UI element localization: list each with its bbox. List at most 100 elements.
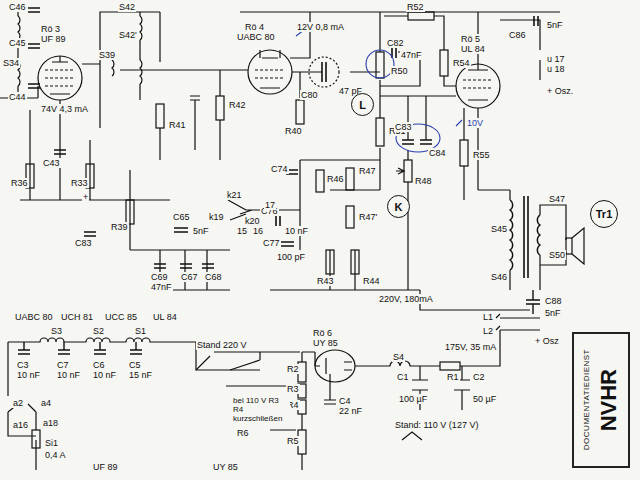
component-label: R54 [452, 58, 471, 68]
component-label: UY 85 [312, 338, 339, 348]
resistor-symbol [440, 362, 460, 370]
wire [160, 70, 220, 160]
switch-contact [228, 200, 300, 220]
resistor-symbol [316, 170, 324, 192]
resistor-symbol [126, 200, 134, 224]
component-label: R43 [316, 276, 335, 286]
tube-electrodes [468, 64, 488, 100]
component-label: R44 [362, 276, 381, 286]
resistor-symbol [156, 104, 164, 128]
component-label: + [82, 192, 89, 202]
component-label: 10 nF [56, 370, 81, 380]
fuse-symbol [32, 430, 40, 448]
component-label: k21 [226, 190, 243, 200]
resistor-symbol [440, 50, 448, 76]
component-label: 5nF [544, 308, 562, 318]
component-label: Stand 220 V [196, 340, 248, 350]
component-label: R50 [390, 66, 409, 76]
component-label: 220V, 180mA [378, 294, 434, 304]
component-label: S46 [490, 272, 508, 282]
component-label: C83 [74, 238, 93, 248]
capacitor-symbol [28, 8, 214, 268]
transformer-secondary [537, 215, 540, 255]
wire [18, 12, 140, 100]
tube-electrodes [326, 358, 352, 374]
component-label: C88 [544, 296, 563, 306]
capacitor-symbol [18, 342, 142, 354]
component-label: 100 pF [276, 252, 306, 262]
resistor-symbol [326, 250, 334, 274]
component-label: C68 [204, 272, 223, 282]
circle-label: L [359, 99, 366, 111]
switch-contact [196, 352, 300, 386]
component-label: 47nF [150, 282, 173, 292]
component-label: C84 [428, 148, 447, 158]
component-label: + Osz. [546, 86, 574, 96]
component-label: R55 [472, 150, 491, 160]
component-label: 12V 0,8 mA [296, 22, 345, 32]
component-label: UF 89 [40, 34, 67, 44]
coil-symbol [18, 16, 142, 86]
component-label: C45 [8, 38, 27, 48]
component-label: Rö 5 [460, 34, 481, 44]
component-label: S50 [548, 250, 566, 260]
component-label: + Osz [534, 336, 560, 346]
handwritten-marks [296, 30, 462, 152]
wire [8, 342, 36, 470]
component-label: R1 [446, 372, 460, 382]
component-label: C74 [270, 164, 289, 174]
component-label: 175V, 35 mA [444, 342, 497, 352]
component-label: C3 [16, 360, 30, 370]
component-label: k19 [208, 212, 225, 222]
component-label: S2 [92, 326, 105, 336]
switch-contact [402, 432, 422, 440]
component-label: 15 nF [128, 370, 153, 380]
tube-grid [45, 70, 75, 86]
component-label: UF 89 [92, 462, 119, 472]
wiring [0, 8, 584, 470]
component-label: 10 nF [16, 370, 41, 380]
resistor-symbol [216, 96, 224, 120]
dashed-outline [309, 57, 339, 87]
component-label: C4 [338, 396, 352, 406]
component-label: R6 [236, 428, 250, 438]
archive-stamp: DOCUMENTATIEDIENSTNVHR [572, 332, 630, 468]
component-label: S42 [118, 2, 136, 12]
transformer-core [524, 196, 528, 278]
wire [0, 12, 248, 290]
speaker-symbol [566, 238, 572, 254]
component-label: C80 [300, 90, 319, 100]
component-label: C7 [56, 360, 70, 370]
component-label: 5nF [546, 20, 564, 30]
stamp-text: DOCUMENTATIEDIENST [582, 349, 591, 450]
component-label: R52 [406, 2, 425, 12]
component-label: 22 nF [338, 406, 363, 416]
component-label: 5nF [192, 226, 210, 236]
component-label: R3 [286, 384, 300, 394]
tube-electrodes [260, 50, 280, 88]
component-label: C2 [472, 372, 486, 382]
resistor-symbol [460, 140, 468, 166]
component-label: Stand: 110 V (127 V) [394, 420, 479, 430]
component-label: C1 [396, 372, 410, 382]
circle-label: Tr1 [596, 208, 613, 220]
tube-symbol [248, 50, 292, 94]
transformer-primary [510, 200, 513, 270]
component-label: 10 nF [284, 226, 309, 236]
component-label: L1 [482, 312, 494, 322]
component-label: Si1 [44, 438, 59, 448]
component-label: 15 [236, 226, 248, 236]
component-label: UCH 81 [60, 312, 94, 322]
component-label: 50 µF [472, 394, 497, 404]
component-label: Rö 6 [312, 328, 333, 338]
component-label: R47 [358, 166, 377, 176]
component-label: S1 [134, 326, 147, 336]
resistor-symbol [346, 168, 354, 190]
component-label: R40 [284, 126, 303, 136]
potentiometer-wiper [396, 168, 404, 174]
resistor-symbol [376, 52, 384, 78]
component-label: S39 [98, 50, 116, 60]
component-label: C67 [180, 272, 199, 282]
